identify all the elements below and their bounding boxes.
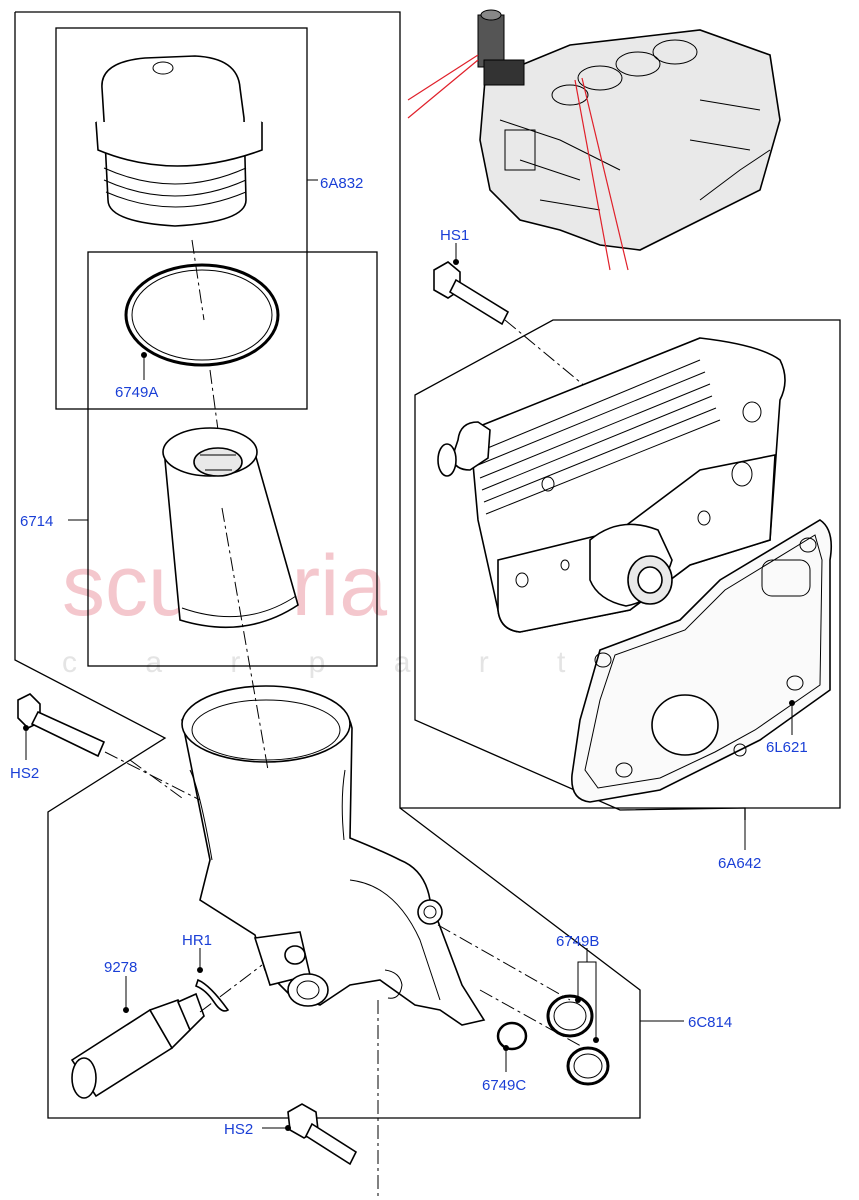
callout-orings-pair: 6749B [556, 933, 599, 950]
oring-b-upper-inner [553, 1001, 587, 1031]
callouts: 6A832 6749A 6714 HS1 6L621 6A642 HS2 HS2… [10, 175, 808, 1138]
callout-gasket: 6L621 [766, 739, 808, 756]
axis-oring [209, 369, 219, 431]
filter-housing [181, 685, 486, 1026]
cap-oring [124, 263, 280, 367]
filter-box [87, 251, 378, 667]
oring-b-lower [566, 1046, 610, 1086]
axis-bolt-left-2 [129, 759, 183, 799]
callout-bolt-cooler: HS1 [440, 227, 469, 244]
filter-cap [95, 55, 263, 227]
callout-cap: 6A832 [320, 175, 363, 192]
hose-clip [195, 978, 230, 1012]
cooler-gasket [571, 519, 833, 803]
axis-oring-b2 [479, 989, 589, 1051]
callout-housing: 6C814 [688, 1014, 732, 1031]
engine-block-image [477, 9, 781, 251]
oring-c [496, 1021, 528, 1051]
callout-sensor: 9278 [104, 959, 137, 976]
cap-box [55, 27, 308, 410]
bolt-left [17, 693, 106, 758]
callout-bolt-bottom: HS2 [224, 1121, 253, 1138]
oil-cooler [437, 337, 786, 633]
cooler-box [414, 319, 841, 811]
axis-sensor [199, 964, 263, 1013]
oil-pressure-sensor [70, 992, 205, 1099]
watermark-tagline: c a r p a r t s [62, 646, 679, 679]
bolt-cooler [433, 261, 510, 326]
axis-oring-b [437, 924, 571, 1001]
callout-bolt-left: HS2 [10, 765, 39, 782]
axis-cap [191, 239, 205, 321]
cap-oring-inner [131, 269, 273, 361]
callout-oring-cap: 6749A [115, 384, 158, 401]
assembly-frame-bottom [14, 12, 641, 1119]
bolt-bottom [287, 1103, 358, 1166]
engine-leader-lines [407, 54, 629, 271]
callout-filter: 6714 [20, 513, 53, 530]
axis-filter [221, 507, 269, 771]
oring-b-upper [546, 994, 594, 1038]
leader-lines [23, 179, 795, 1131]
callout-cooler-assembly: 6A642 [718, 855, 761, 872]
callout-hose-clip: HR1 [182, 932, 212, 949]
oring-b-lower-inner [573, 1053, 603, 1079]
oil-filter-element [162, 427, 299, 629]
callout-oring-small: 6749C [482, 1077, 526, 1094]
